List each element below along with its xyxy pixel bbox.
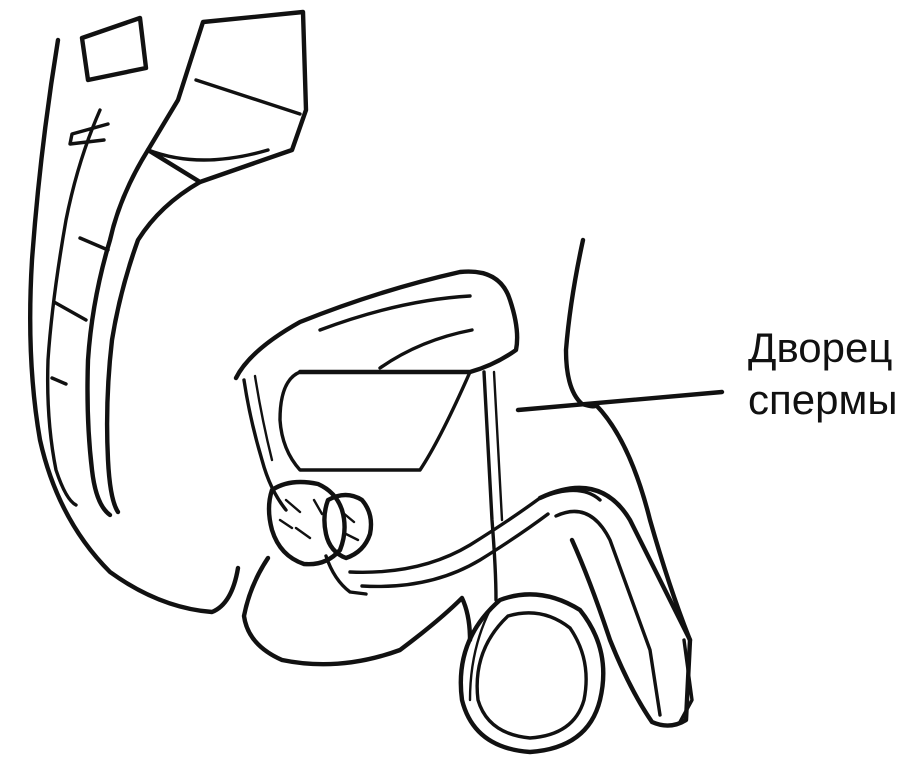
prostate-gland <box>269 482 371 594</box>
testis-label: Дворец спермы <box>748 322 898 426</box>
perineum-contour <box>244 558 470 664</box>
body-back-contour <box>30 40 238 612</box>
label-line-1: Дворец <box>748 322 898 374</box>
bladder <box>236 272 517 510</box>
abdominal-wall <box>566 240 596 406</box>
penis <box>540 405 692 726</box>
label-leader-line <box>518 392 722 410</box>
testis <box>461 594 603 752</box>
label-line-2: спермы <box>748 374 898 426</box>
